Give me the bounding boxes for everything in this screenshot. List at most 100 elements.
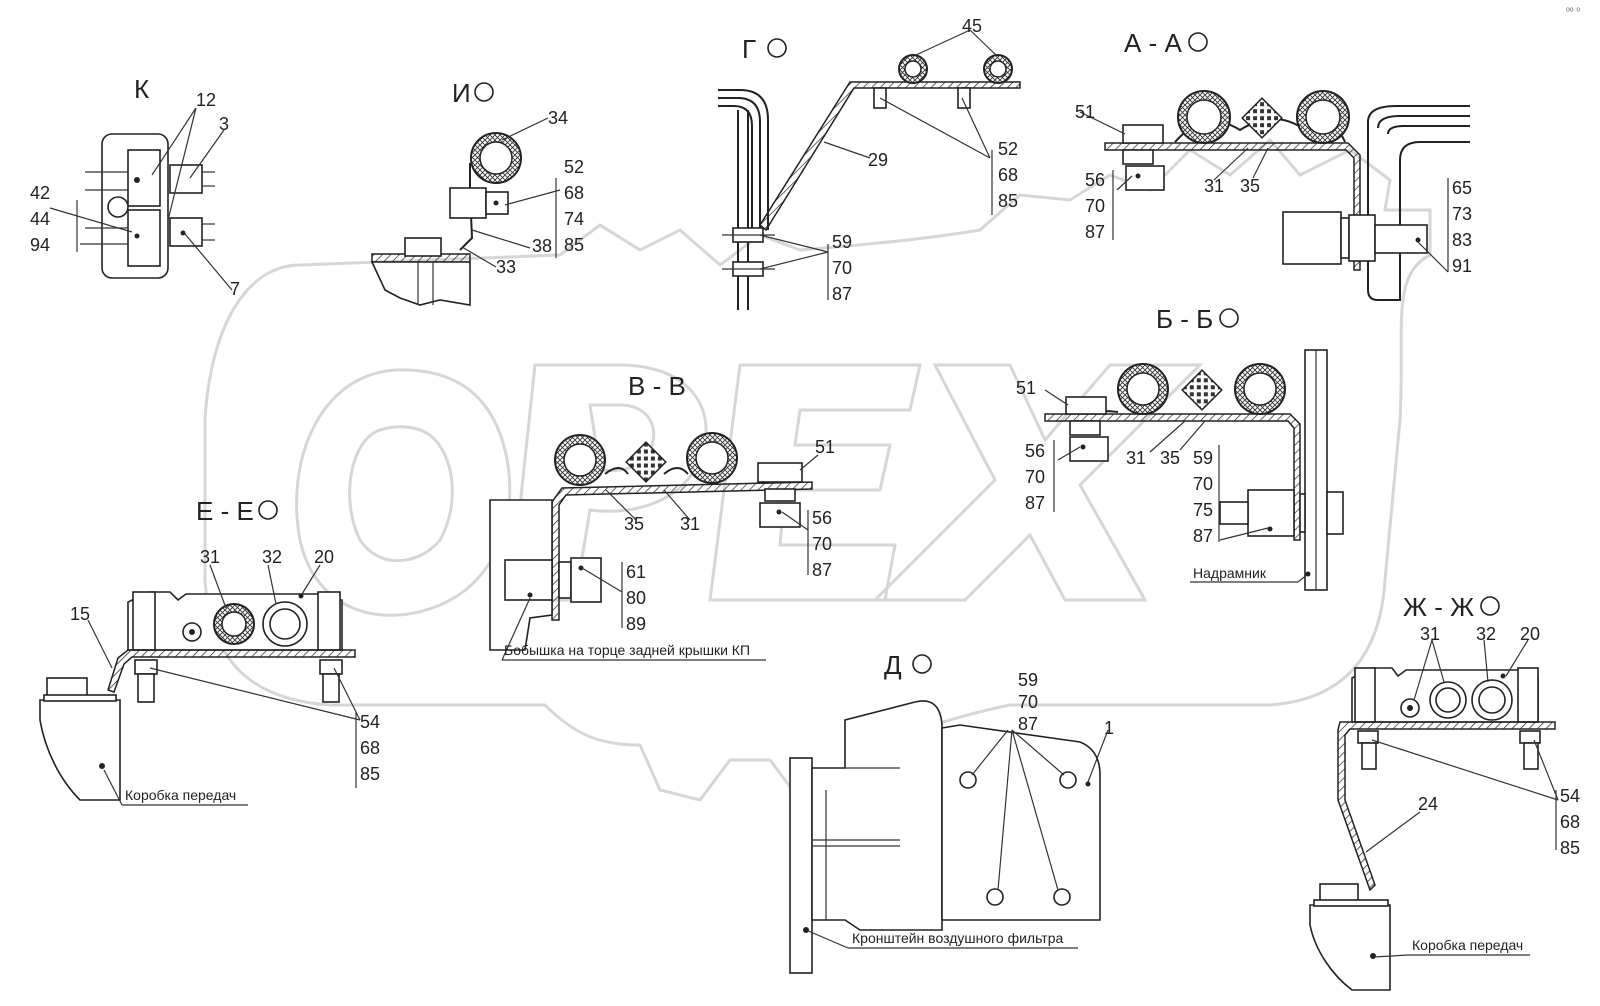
k-callout-7: 7 <box>230 279 240 299</box>
view-i: И 34 52 68 74 85 38 33 <box>370 78 584 306</box>
g-stack-59: 59 <box>832 232 852 252</box>
ee-callout-20: 20 <box>314 547 334 567</box>
view-bb: Б - Б 51 56 70 87 31 35 59 70 75 <box>1016 304 1344 591</box>
view-d-title: Д <box>884 650 902 680</box>
vv-callout-35: 35 <box>624 514 644 534</box>
i-callout-38: 38 <box>532 236 552 256</box>
d-stack-70: 70 <box>1018 692 1038 712</box>
ee-caption: Коробка передач <box>125 787 236 803</box>
bb-stack-56: 56 <box>1025 441 1045 461</box>
bb-callout-35: 35 <box>1160 448 1180 468</box>
ee-callout-15: 15 <box>70 604 90 624</box>
k-callout-3: 3 <box>219 114 229 134</box>
d-caption: Кронштейн воздушного фильтра <box>852 930 1063 946</box>
g-stack-68: 68 <box>998 165 1018 185</box>
view-g-mark-icon <box>767 38 787 58</box>
view-zh-title: Ж - Ж <box>1403 592 1474 622</box>
bb-caption: Надрамник <box>1193 565 1267 581</box>
g-stack-87: 87 <box>832 284 852 304</box>
ee-stack-54: 54 <box>360 712 380 732</box>
aa-stack-83: 83 <box>1452 230 1472 250</box>
aa-callout-35: 35 <box>1240 176 1260 196</box>
bb-stack-87: 87 <box>1025 493 1045 513</box>
bb-stack-59: 59 <box>1193 448 1213 468</box>
k-stack-94: 94 <box>30 235 50 255</box>
vv-stack-70: 70 <box>812 534 832 554</box>
d-stack-87: 87 <box>1018 714 1038 734</box>
aa-stack-70: 70 <box>1085 196 1105 216</box>
g-callout-45: 45 <box>962 16 982 36</box>
ee-callout-31: 31 <box>200 547 220 567</box>
g-callout-29: 29 <box>868 150 888 170</box>
view-d-mark-icon <box>912 654 932 674</box>
k-callout-12: 12 <box>196 90 216 110</box>
k-stack-44: 44 <box>30 209 50 229</box>
vv-caption: Бобышка на торце задней крышки КП <box>504 642 750 658</box>
zh-callout-20: 20 <box>1520 624 1540 644</box>
ee-callout-32: 32 <box>262 547 282 567</box>
aa-callout-51: 51 <box>1075 102 1095 122</box>
bb-stack-70b: 70 <box>1193 474 1213 494</box>
aa-stack-65: 65 <box>1452 178 1472 198</box>
vv-stack-61: 61 <box>626 562 646 582</box>
view-bb-mark-icon <box>1219 308 1239 328</box>
view-vv: В - В 51 35 31 56 70 87 61 80 89 <box>489 371 835 661</box>
vv-callout-51: 51 <box>815 437 835 457</box>
zh-caption: Коробка передач <box>1412 937 1523 953</box>
watermark <box>203 137 1432 802</box>
vv-stack-87: 87 <box>812 560 832 580</box>
view-aa: А - А 51 56 70 87 31 35 65 7 <box>1075 28 1472 301</box>
zh-stack-68: 68 <box>1560 812 1580 832</box>
view-aa-mark-icon <box>1188 32 1208 52</box>
view-bb-title: Б - Б <box>1156 304 1213 334</box>
view-g-title: Г <box>742 34 756 64</box>
view-d: Д 59 70 87 1 Кронштейн воздушного фильтр… <box>789 650 1114 974</box>
vv-stack-80: 80 <box>626 588 646 608</box>
aa-stack-56: 56 <box>1085 170 1105 190</box>
ee-stack-68: 68 <box>360 738 380 758</box>
i-callout-34: 34 <box>548 108 568 128</box>
aa-callout-31: 31 <box>1204 176 1224 196</box>
bb-stack-87b: 87 <box>1193 526 1213 546</box>
zh-callout-32: 32 <box>1476 624 1496 644</box>
view-i-title: И <box>452 78 471 108</box>
view-zh: Ж - Ж 31 32 20 24 54 68 85 <box>1309 592 1580 991</box>
view-ee: Е - Е 31 32 20 15 54 68 85 <box>39 496 380 806</box>
bb-callout-31: 31 <box>1126 448 1146 468</box>
view-k: К 12 3 42 44 94 7 <box>30 74 240 299</box>
vv-stack-89: 89 <box>626 614 646 634</box>
zh-callout-31: 31 <box>1420 624 1440 644</box>
corner-mark: ᵒᵒ ᵒ <box>1566 6 1580 17</box>
zh-stack-54: 54 <box>1560 786 1580 806</box>
d-callout-1: 1 <box>1104 718 1114 738</box>
zh-stack-85: 85 <box>1560 838 1580 858</box>
i-stack-85: 85 <box>564 235 584 255</box>
bb-callout-51: 51 <box>1016 378 1036 398</box>
view-ee-mark-icon <box>258 500 278 520</box>
vv-stack-56: 56 <box>812 508 832 528</box>
zh-callout-24: 24 <box>1418 794 1438 814</box>
bb-stack-75: 75 <box>1193 500 1213 520</box>
i-stack-68: 68 <box>564 183 584 203</box>
bb-stack-70: 70 <box>1025 467 1045 487</box>
view-zh-mark-icon <box>1480 596 1500 616</box>
view-aa-title: А - А <box>1124 28 1182 58</box>
ee-stack-85: 85 <box>360 764 380 784</box>
k-stack-42: 42 <box>30 183 50 203</box>
aa-stack-73: 73 <box>1452 204 1472 224</box>
view-vv-title: В - В <box>628 371 686 401</box>
d-stack-59: 59 <box>1018 670 1038 690</box>
aa-stack-91: 91 <box>1452 256 1472 276</box>
i-callout-33: 33 <box>496 257 516 277</box>
i-stack-74: 74 <box>564 209 584 229</box>
aa-stack-87: 87 <box>1085 222 1105 242</box>
view-i-mark-icon <box>474 82 494 102</box>
view-g: Г 45 52 68 85 29 59 70 87 <box>718 16 1021 310</box>
vv-callout-31: 31 <box>680 514 700 534</box>
g-stack-85: 85 <box>998 191 1018 211</box>
g-stack-70: 70 <box>832 258 852 278</box>
view-k-title: К <box>134 74 149 104</box>
g-stack-52: 52 <box>998 139 1018 159</box>
view-ee-title: Е - Е <box>196 496 254 526</box>
